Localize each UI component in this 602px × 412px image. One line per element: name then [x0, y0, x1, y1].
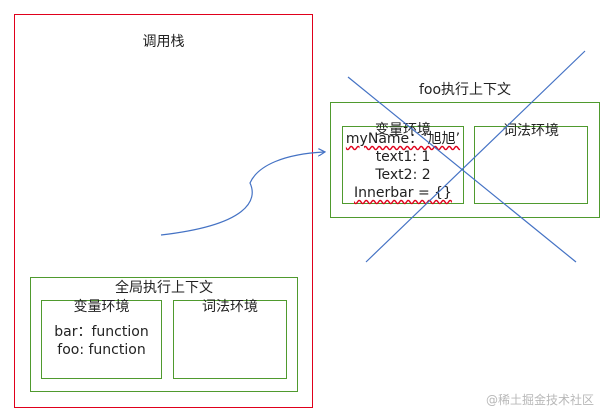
cross-out-line-b	[365, 50, 586, 263]
call-stack-box	[14, 14, 313, 408]
foo-var-line-text2: Text2: 2	[375, 167, 431, 183]
foo-var-line-myname: myName：‘旭旭’	[345, 131, 461, 147]
call-stack-title: 调用栈	[142, 34, 185, 50]
watermark: @稀土掘金技术社区	[485, 393, 594, 407]
connector-arrow	[160, 152, 324, 236]
global-var-line-bar: bar：function	[54, 324, 149, 340]
foo-lexical-env-title: 词法环境	[503, 123, 559, 139]
foo-variable-env-box	[342, 126, 464, 204]
global-context-box	[30, 277, 298, 392]
global-variable-env-title: 变量环境	[73, 299, 130, 315]
global-variable-env-box	[41, 300, 162, 379]
foo-context-title: foo执行上下文	[418, 82, 512, 98]
global-lexical-env-box	[173, 300, 287, 379]
foo-lexical-env-box	[474, 126, 588, 204]
foo-context-box	[330, 102, 600, 218]
foo-variable-env-title: 变量环境	[375, 122, 431, 138]
foo-var-line-innerbar: Innerbar = {}	[354, 185, 452, 201]
foo-var-line-text1: text1: 1	[375, 149, 431, 165]
global-context-title: 全局执行上下文	[115, 280, 213, 296]
global-var-line-foo: foo: function	[57, 342, 146, 358]
global-lexical-env-title: 词法环境	[202, 299, 258, 315]
